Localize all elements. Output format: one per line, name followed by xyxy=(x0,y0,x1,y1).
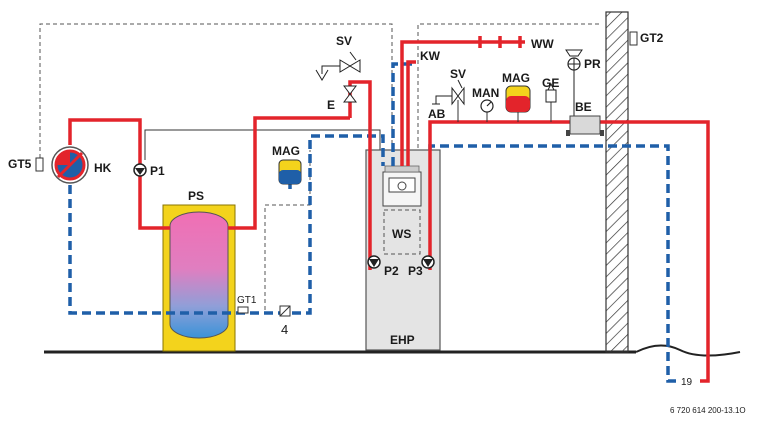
label-mag-left: MAG xyxy=(272,144,300,158)
item-4-icon xyxy=(279,305,291,317)
control-wire-gt1 xyxy=(264,150,311,310)
pump-p2-icon xyxy=(367,255,381,269)
control-wire-gt2 xyxy=(417,23,600,148)
pump-p3-icon xyxy=(421,255,435,269)
gt5-sensor-icon xyxy=(35,157,44,172)
label-ge: GE xyxy=(542,76,559,90)
pump-p1-icon xyxy=(133,163,147,177)
label-19: 19 xyxy=(681,377,693,388)
heat-exchanger-box xyxy=(383,209,421,255)
return-line-heating xyxy=(68,134,385,315)
expansion-vessel-left-icon xyxy=(278,159,302,185)
label-mag-right: MAG xyxy=(502,71,530,85)
building-wall xyxy=(605,11,629,353)
label-ehp: EHP xyxy=(390,333,415,347)
supply-line-hot-water-2 xyxy=(406,60,416,166)
supply-line-heating xyxy=(68,118,170,230)
gt1-sensor-icon xyxy=(237,306,249,314)
return-line-ground xyxy=(428,144,680,383)
pressure-reducer-icon xyxy=(565,49,583,122)
air-vent-ge-icon xyxy=(545,82,557,103)
label-gt1: GT1 xyxy=(237,295,257,306)
label-p2: P2 xyxy=(384,264,399,278)
label-hk: HK xyxy=(94,161,112,175)
label-p1: P1 xyxy=(150,164,165,178)
control-wire-p1 xyxy=(144,129,381,160)
valve-e-icon xyxy=(343,85,357,103)
drain-ab-icon xyxy=(432,95,452,105)
label-man: MAN xyxy=(472,86,499,100)
ground-break xyxy=(635,344,741,357)
label-pr: PR xyxy=(584,57,601,71)
control-connector xyxy=(384,165,420,173)
supply-line-sv-top xyxy=(348,80,372,160)
label-be: BE xyxy=(575,100,592,114)
label-ps: PS xyxy=(188,189,204,203)
doc-number: 6 720 614 200-13.1O xyxy=(670,406,746,415)
label-sv-mid: SV xyxy=(450,67,466,81)
label-ab: AB xyxy=(428,107,446,121)
be-unit xyxy=(569,115,601,135)
control-display xyxy=(388,177,416,193)
label-e: E xyxy=(327,98,335,112)
label-sv-top: SV xyxy=(336,34,352,48)
storage-tank-body xyxy=(169,211,229,339)
safety-valve-top-icon xyxy=(315,51,361,81)
label-p3: P3 xyxy=(408,264,423,278)
label-gt2: GT2 xyxy=(640,31,664,45)
manometer-icon xyxy=(480,99,494,113)
expansion-vessel-right-icon xyxy=(505,85,531,113)
supply-line-hot-water xyxy=(400,40,525,166)
supply-line-tank xyxy=(228,116,350,230)
label-gt5: GT5 xyxy=(8,157,32,171)
supply-line-ehp-right xyxy=(428,120,710,383)
gt2-sensor-icon xyxy=(629,31,638,46)
label-4: 4 xyxy=(281,322,288,337)
ww-taps xyxy=(478,36,522,48)
label-kw: KW xyxy=(420,49,441,63)
safety-valve-mid-icon xyxy=(451,79,465,106)
label-ww: WW xyxy=(531,37,554,51)
label-ws: WS xyxy=(392,227,411,241)
